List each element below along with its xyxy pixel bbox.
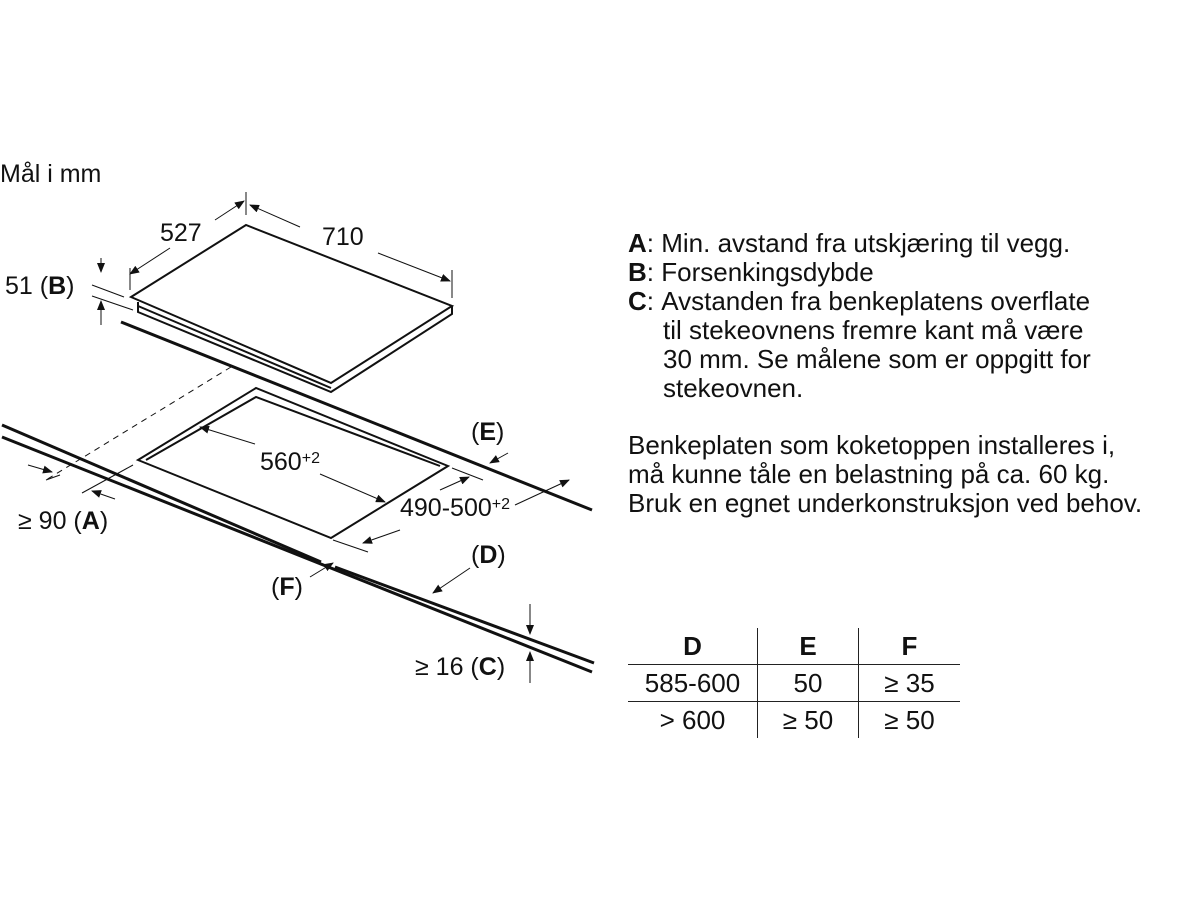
table-cell: 585-600 — [644, 667, 741, 698]
table-row: > 600 ≥ 50 ≥ 50 — [628, 701, 960, 738]
counter-back-edge — [120, 320, 593, 512]
hob-depth-label: 527 — [160, 219, 202, 247]
paragraph-line: Bruk en egnet underkonstruksjon ved beho… — [628, 488, 1143, 518]
note-text: til stekeovnens fremre kant må være — [663, 315, 1084, 345]
a-value: ≥ 90 — [18, 507, 67, 535]
d-key: D — [479, 541, 498, 569]
d-label: (D) — [471, 541, 506, 569]
table-header: E — [757, 628, 859, 665]
note-key: A — [628, 228, 647, 258]
cutout-width: 560 — [260, 448, 302, 476]
note-text: Min. avstand fra utskjæring til vegg. — [661, 228, 1071, 258]
hob — [128, 223, 455, 394]
a-dimension-label: ≥ 90 (A) — [18, 507, 109, 535]
dashed-guide — [45, 366, 232, 481]
note-text: Avstanden fra benkeplatens overflate — [661, 286, 1091, 316]
table-cell: ≥ 35 — [858, 664, 960, 702]
note-text: 30 mm. Se målene som er oppgitt for — [663, 344, 1091, 374]
cutout — [135, 386, 451, 540]
table-header: F — [858, 628, 960, 665]
note-key: C — [628, 286, 647, 316]
legend-notes: A: Min. avstand fra utskjæring til vegg.… — [628, 229, 1142, 518]
f-key: F — [279, 573, 295, 601]
table-cell: > 600 — [659, 704, 726, 735]
hob-width-label: 710 — [322, 223, 364, 251]
counter-front-edge — [1, 423, 595, 674]
table-cell: ≥ 50 — [757, 701, 859, 738]
cutout-width-tol: +2 — [301, 450, 320, 467]
paragraph-line: Benkeplaten som koketoppen installeres i… — [628, 430, 1116, 460]
dimension-lines — [27, 192, 570, 683]
note-text: Forsenkingsdybde — [661, 257, 874, 287]
cutout-depth: 490-500 — [400, 494, 492, 522]
paragraph-line: må kunne tåle en belastning på ca. 60 kg… — [628, 459, 1110, 489]
f-label: (F) — [271, 573, 303, 601]
load-paragraph: Benkeplaten som koketoppen installeres i… — [628, 431, 1142, 518]
units-label: Mål i mm — [0, 160, 102, 188]
e-label: (E) — [471, 418, 505, 446]
c-key: C — [478, 653, 497, 681]
note-b: B: Forsenkingsdybde — [628, 257, 874, 287]
note-text: stekeovnen. — [663, 373, 804, 403]
table-cell: 50 — [757, 664, 859, 702]
note-c: C: Avstanden fra benkeplatens overflate — [628, 286, 1091, 316]
dimension-table: D E F 585-600 50 ≥ 35 > 600 ≥ 50 ≥ 50 — [628, 628, 960, 738]
b-key: B — [48, 272, 67, 300]
table-header: D — [683, 630, 702, 661]
c-dimension-label: ≥ 16 (C) — [415, 653, 506, 681]
b-dimension-label: 51 (B) — [5, 272, 75, 300]
note-key: B — [628, 257, 647, 287]
table-row: 585-600 50 ≥ 35 — [628, 664, 960, 702]
cutout-depth-tol: +2 — [491, 496, 510, 513]
table-header-row: D E F — [628, 628, 960, 665]
e-key: E — [479, 418, 497, 446]
c-value: ≥ 16 — [415, 653, 464, 681]
note-a: A: Min. avstand fra utskjæring til vegg. — [628, 228, 1071, 258]
cutout-width-label: 560+2 — [260, 450, 320, 475]
table-cell: ≥ 50 — [858, 701, 960, 738]
cutout-depth-label: 490-500+2 — [400, 496, 510, 521]
installation-diagram — [1, 192, 595, 683]
b-value: 51 — [5, 272, 33, 300]
a-key: A — [81, 507, 100, 535]
